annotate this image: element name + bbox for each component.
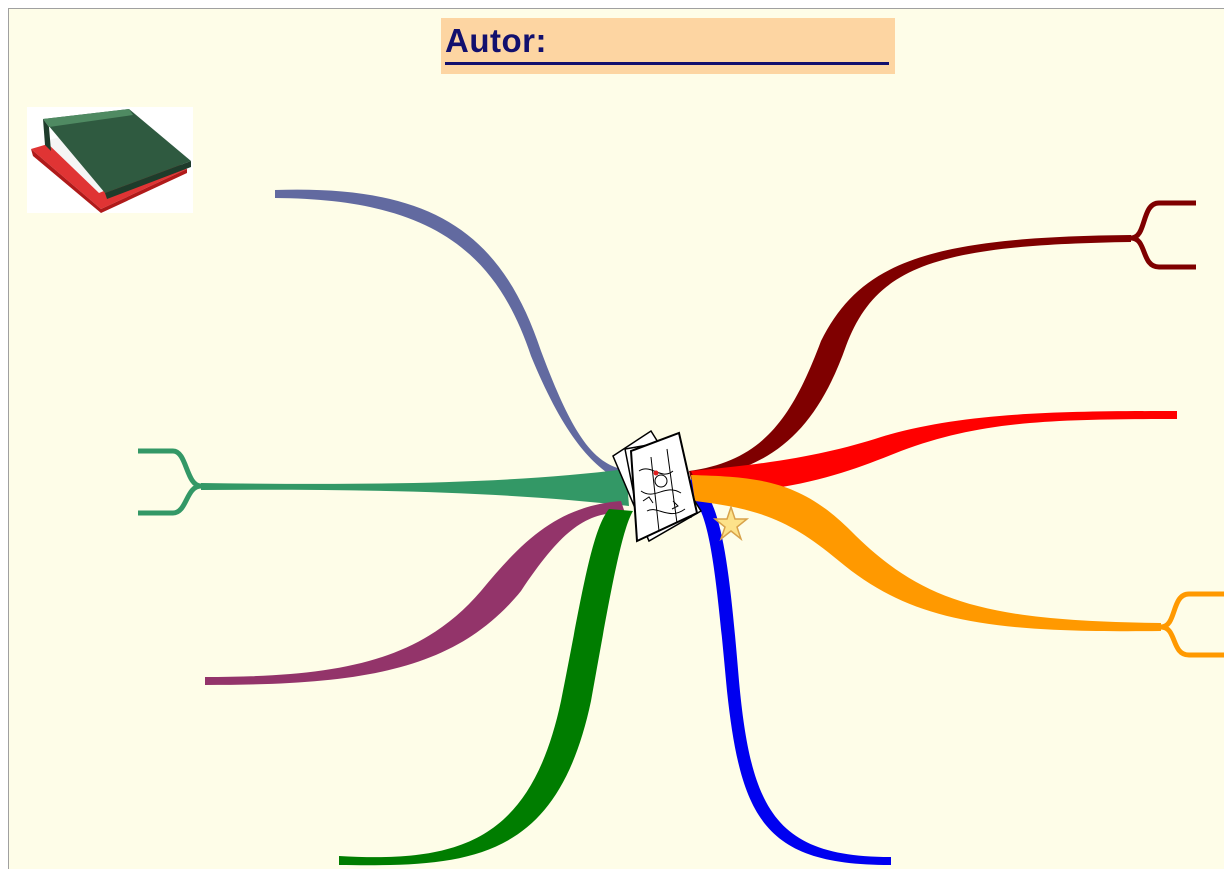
branch-left-fork bbox=[138, 448, 202, 516]
branch-right[interactable] bbox=[691, 411, 1177, 495]
branch-lower-right-fork bbox=[1160, 591, 1224, 658]
branch-top-right-fork bbox=[1130, 200, 1196, 270]
author-title: Autor: bbox=[445, 22, 547, 59]
branch-top-left[interactable] bbox=[275, 189, 629, 486]
mind-map-canvas: Autor: bbox=[8, 8, 1224, 869]
branch-bottom-right[interactable] bbox=[687, 479, 891, 865]
title-box[interactable]: Autor: bbox=[441, 18, 895, 74]
map-sketch-icon[interactable] bbox=[612, 429, 703, 543]
star-icon[interactable] bbox=[712, 504, 750, 542]
branch-lower-left[interactable] bbox=[205, 501, 625, 685]
branch-left[interactable] bbox=[201, 469, 629, 506]
author-underline bbox=[445, 62, 889, 65]
branch-bottom-left[interactable] bbox=[339, 509, 633, 866]
mind-map-diagram bbox=[27, 107, 1224, 866]
branch-top-right[interactable] bbox=[689, 235, 1131, 479]
binder-icon[interactable] bbox=[27, 107, 193, 213]
branch-lower-right[interactable] bbox=[691, 475, 1161, 632]
